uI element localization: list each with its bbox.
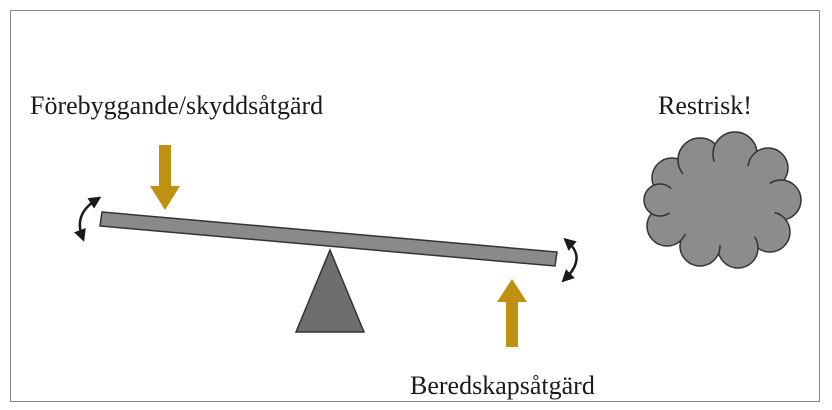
residual-risk-label: Restrisk!	[658, 91, 752, 120]
rotate-arrow-icon	[73, 196, 102, 242]
fulcrum-triangle	[294, 248, 366, 333]
rotate-arrow-icon	[561, 237, 578, 283]
prevention-label: Förebyggande/skyddsåtgärd	[30, 91, 324, 120]
preparedness-label: Beredskapsåtgärd	[410, 371, 595, 400]
down-arrow-icon	[150, 145, 180, 210]
cloud-icon	[643, 131, 802, 269]
up-arrow-icon	[497, 279, 527, 347]
